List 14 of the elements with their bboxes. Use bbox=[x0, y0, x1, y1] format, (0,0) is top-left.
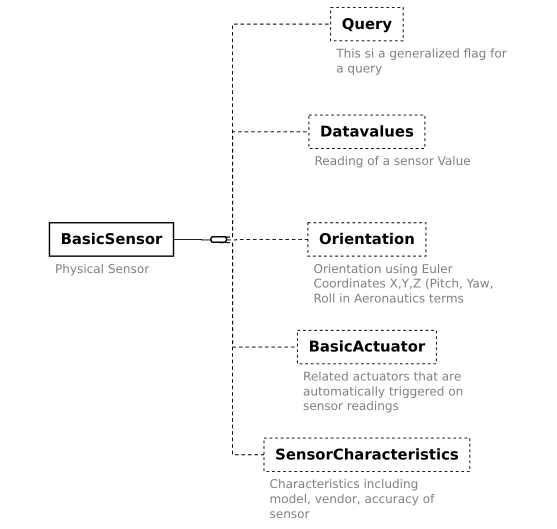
node-box: Query bbox=[330, 6, 404, 42]
description-text: Physical Sensor bbox=[55, 262, 150, 276]
description-text: Characteristics including model, vendor, accuracy of sensor bbox=[270, 477, 434, 521]
node-box: Orientation bbox=[307, 222, 426, 257]
description-text: Orientation using Euler Coordinates X,Y,Z (Pitch, Yaw, Roll in Aeronautics terms bbox=[313, 262, 494, 306]
connector bbox=[173, 238, 212, 240]
node-box: Datavalues bbox=[308, 114, 426, 149]
description-text: This si a generalized flag for a query bbox=[336, 46, 507, 76]
node-box: BasicSensor bbox=[48, 222, 174, 257]
description-text: Related actuators that are automatically triggered on sensor readings bbox=[303, 370, 464, 414]
node-box: BasicActuator bbox=[296, 330, 437, 364]
node-box: SensorCharacteristics bbox=[264, 438, 470, 472]
connector bbox=[226, 238, 308, 240]
description-text: Reading of a sensor Value bbox=[314, 154, 471, 168]
